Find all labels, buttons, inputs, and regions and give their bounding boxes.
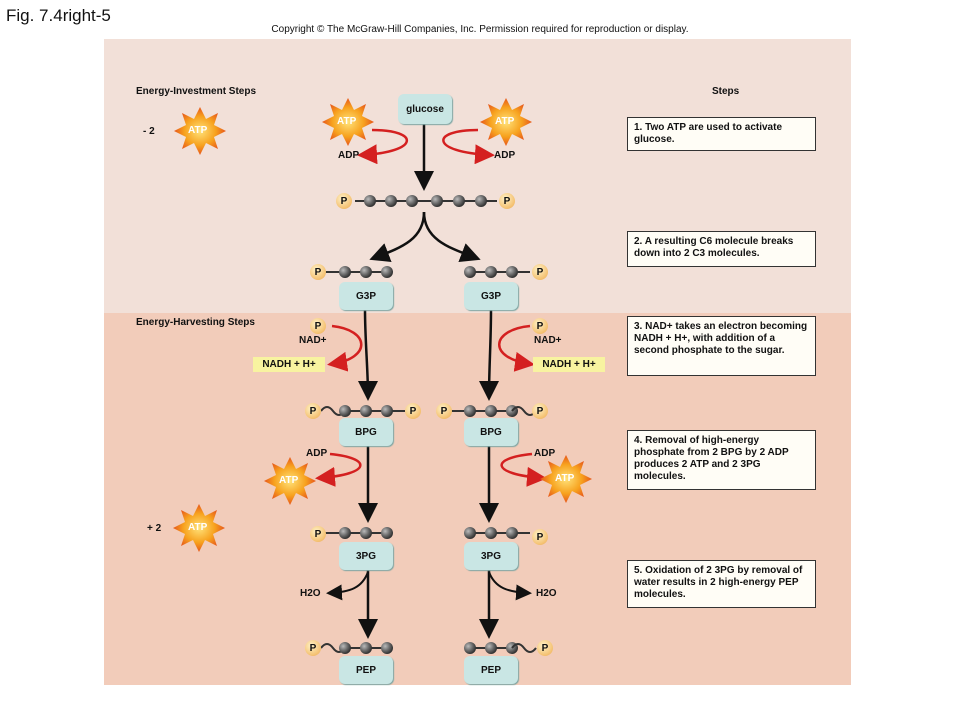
- phosphate-pep-left: P: [305, 640, 321, 656]
- adp-label-top-right: ADP: [494, 150, 516, 161]
- adp-label-left: ADP: [306, 448, 328, 459]
- bpg-box-right: BPG: [464, 418, 518, 446]
- step-3: 3. NAD+ takes an electron becoming NADH …: [627, 316, 816, 376]
- pep-box-right: PEP: [464, 656, 518, 684]
- nad-label-right: NAD+: [534, 335, 562, 346]
- energy-harvesting-label: Energy-Harvesting Steps: [136, 317, 255, 328]
- g3p-right-chain: [464, 266, 530, 278]
- atp-label-left-gain: ATP: [279, 475, 299, 486]
- adp-label-top-left: ADP: [338, 150, 360, 161]
- 3pg-box-left: 3PG: [339, 542, 393, 570]
- bpg-left-chain: [320, 405, 405, 417]
- atp-star-right-gain: [540, 455, 592, 503]
- red-arrow-nad-right: [498, 324, 535, 372]
- arrow-split-right: [422, 211, 481, 262]
- 3pg-right-chain: [464, 527, 530, 539]
- red-arrow-atp-adp-left: [357, 128, 408, 165]
- glucose-box: glucose: [398, 94, 452, 124]
- phosphate-bpg-left-a: P: [305, 403, 321, 419]
- phosphate-glucose-left: P: [336, 193, 352, 209]
- glucose-chain: [355, 195, 497, 207]
- atp-star-tally-plus: [173, 504, 225, 552]
- atp-label-tally-plus: ATP: [188, 522, 208, 533]
- arrow-left-h2o: [326, 571, 369, 601]
- step-2: 2. A resulting C6 molecule breaks down i…: [627, 231, 816, 267]
- phosphate-3pg-left: P: [310, 526, 326, 542]
- bpg-box-left: BPG: [339, 418, 393, 446]
- atp-star-left-gain: [264, 457, 316, 505]
- red-arrow-adp-atp-right: [500, 452, 547, 487]
- phosphate-bpg-right-a: P: [436, 403, 452, 419]
- phosphate-3pg-right: P: [532, 529, 548, 545]
- g3p-box-left: G3P: [339, 282, 393, 310]
- h2o-label-left: H2O: [300, 588, 321, 599]
- arrow-split-left: [369, 211, 426, 262]
- phosphate-bpg-right-b: P: [532, 403, 548, 419]
- pep-right-chain: [464, 642, 537, 654]
- figure-title: Fig. 7.4right-5: [6, 6, 111, 25]
- 3pg-box-right: 3PG: [464, 542, 518, 570]
- nadh-box-right: NADH + H+: [533, 357, 605, 372]
- energy-investment-label: Energy-Investment Steps: [136, 86, 257, 97]
- phosphate-g3p-left: P: [310, 264, 326, 280]
- atp-label-top-right: ATP: [495, 116, 515, 127]
- nad-label-left: NAD+: [299, 335, 327, 346]
- h2o-label-right: H2O: [536, 588, 557, 599]
- copyright-notice: Copyright © The McGraw-Hill Companies, I…: [271, 24, 689, 35]
- red-arrow-adp-atp-left: [315, 452, 362, 487]
- arrow-right-h2o: [488, 571, 532, 601]
- step-1: 1. Two ATP are used to activate glucose.: [627, 117, 816, 151]
- phosphate-incoming-left: P: [310, 318, 326, 334]
- atp-label-top-left: ATP: [337, 116, 357, 127]
- pep-left-chain: [320, 642, 393, 654]
- bpg-right-chain: [450, 405, 537, 417]
- 3pg-left-chain: [325, 527, 393, 539]
- phosphate-incoming-right: P: [532, 318, 548, 334]
- step-5: 5. Oxidation of 2 3PG by removal of wate…: [627, 560, 816, 608]
- nadh-box-left: NADH + H+: [253, 357, 325, 372]
- adp-label-right: ADP: [534, 448, 556, 459]
- g3p-left-chain: [325, 266, 393, 278]
- phosphate-g3p-right: P: [532, 264, 548, 280]
- atp-label-right-gain: ATP: [555, 473, 575, 484]
- atp-star-top-right: [480, 98, 532, 146]
- steps-heading: Steps: [712, 86, 740, 97]
- phosphate-glucose-right: P: [499, 193, 515, 209]
- arrow-left-g3p-bpg: [357, 309, 378, 401]
- tally-minus: - 2: [143, 126, 155, 137]
- atp-star-tally-minus: [174, 107, 226, 155]
- tally-plus: + 2: [147, 523, 162, 534]
- atp-star-top-left: [322, 98, 374, 146]
- energy-investment-panel: [104, 39, 851, 313]
- step-4: 4. Removal of high-energy phosphate from…: [627, 430, 816, 490]
- pep-box-left: PEP: [339, 656, 393, 684]
- red-arrow-atp-adp-right: [442, 128, 495, 165]
- phosphate-bpg-left-b: P: [405, 403, 421, 419]
- red-arrow-nad-left: [327, 324, 363, 372]
- atp-label-tally-minus: ATP: [188, 125, 208, 136]
- g3p-box-right: G3P: [464, 282, 518, 310]
- phosphate-pep-right: P: [537, 640, 553, 656]
- arrow-right-g3p-bpg: [479, 309, 500, 401]
